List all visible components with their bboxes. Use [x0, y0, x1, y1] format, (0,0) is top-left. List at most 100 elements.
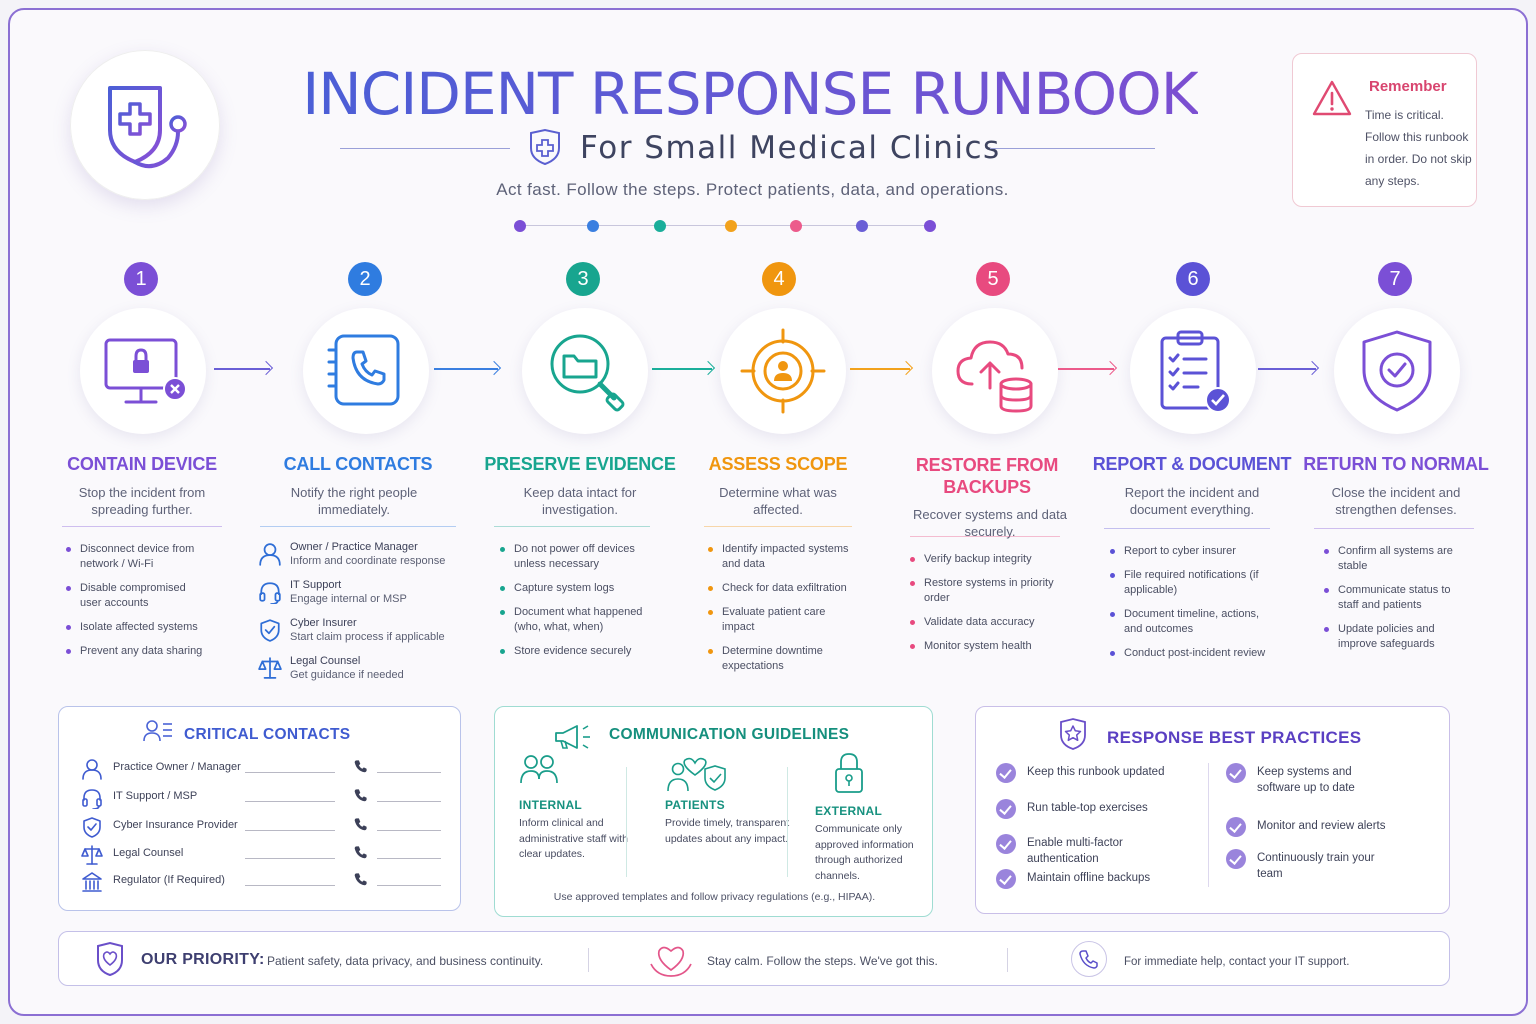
- bullet: [1324, 588, 1329, 593]
- progress-dot: [514, 220, 526, 232]
- best-practice-item: Keep systems and software up to date: [1226, 763, 1436, 794]
- bullet: [708, 586, 713, 591]
- flow-arrow: [850, 368, 910, 370]
- bullet: [910, 620, 915, 625]
- progress-dot: [587, 220, 599, 232]
- checklist-item-text: Disable compromised user accounts: [80, 582, 186, 609]
- name-field-line[interactable]: [245, 858, 335, 859]
- best-practice-item: Keep this runbook updated: [996, 763, 1196, 787]
- step-title: CONTAIN DEVICE: [67, 454, 217, 474]
- step-number-badge: 4: [762, 262, 796, 296]
- comm-internal-title: INTERNAL: [519, 798, 583, 812]
- person-icon: [82, 759, 102, 780]
- bullet: [66, 586, 71, 591]
- best-practice-text: Keep this runbook updated: [1027, 766, 1165, 778]
- bullet: [66, 649, 71, 654]
- best-practice-item: Run table-top exercises: [996, 799, 1196, 823]
- critical-contact-row: Practice Owner / Manager: [81, 758, 451, 780]
- bullet: [500, 586, 505, 591]
- checklist-item-text: Prevent any data sharing: [80, 645, 203, 657]
- phone-icon: [354, 873, 367, 886]
- critical-contacts-title: CRITICAL CONTACTS: [184, 726, 351, 743]
- folder-magnifier-icon: [550, 334, 625, 412]
- footer-bar: OUR PRIORITY: Patient safety, data priva…: [58, 931, 1450, 986]
- contact-name: Owner / Practice Manager: [290, 541, 418, 553]
- phone-field-line[interactable]: [377, 885, 441, 886]
- check-circle-icon: [996, 869, 1016, 889]
- checklist-item: File required notifications (if applicab…: [1110, 568, 1270, 598]
- bullet: [1110, 573, 1115, 578]
- step-icon-circle: [80, 308, 206, 434]
- step-divider: [704, 526, 852, 527]
- checklist-item: Check for data exfiltration: [708, 581, 858, 596]
- bullet: [1110, 651, 1115, 656]
- scales-icon: [81, 845, 103, 865]
- name-field-line[interactable]: [245, 885, 335, 886]
- step-divider: [62, 526, 222, 527]
- checklist-item-text: Verify backup integrity: [924, 553, 1032, 565]
- checklist-item: Determine downtime expectations: [708, 644, 858, 674]
- help-text: For immediate help, contact your IT supp…: [1124, 956, 1350, 968]
- checklist-item-text: Capture system logs: [514, 582, 615, 594]
- subtitle-divider-right: [990, 148, 1155, 149]
- progress-dot: [856, 220, 868, 232]
- flow-arrow: [1258, 368, 1316, 370]
- flow-arrow: [434, 368, 498, 370]
- critical-contact-label: Regulator (If Required): [113, 874, 225, 886]
- phone-field-line[interactable]: [377, 772, 441, 773]
- target-person-icon: [740, 328, 826, 414]
- checklist-item: Monitor system health: [910, 639, 1060, 654]
- name-field-line[interactable]: [245, 772, 335, 773]
- checklist-item-text: Check for data exfiltration: [722, 582, 847, 594]
- comm-patients-title: PATIENTS: [665, 798, 725, 812]
- help-phone-button[interactable]: [1071, 941, 1107, 977]
- step-icon-circle: [932, 308, 1058, 434]
- checklist-item-text: Evaluate patient care impact: [722, 606, 826, 633]
- cloud-upload-database-icon: [956, 340, 1033, 413]
- name-field-line[interactable]: [245, 830, 335, 831]
- critical-contact-label: Cyber Insurance Provider: [113, 819, 238, 831]
- remember-box: Remember Time is critical. Follow this r…: [1292, 53, 1477, 207]
- remember-title: Remember: [1369, 78, 1447, 95]
- critical-contact-label: Legal Counsel: [113, 847, 184, 859]
- headset-icon: [82, 789, 102, 809]
- step-title: ASSESS SCOPE: [708, 454, 848, 474]
- person-icon: [259, 543, 281, 566]
- calm-text: Stay calm. Follow the steps. We've got t…: [707, 954, 938, 968]
- step-title: REPORT & DOCUMENT: [1092, 454, 1292, 474]
- checklist-item: Confirm all systems are stable: [1324, 544, 1474, 574]
- best-practice-text: Continuously train your team: [1257, 852, 1375, 880]
- bullet: [910, 644, 915, 649]
- best-practices-panel: RESPONSE BEST PRACTICES Keep this runboo…: [975, 706, 1450, 914]
- step-icon-circle: [720, 308, 846, 434]
- name-field-line[interactable]: [245, 801, 335, 802]
- padlock-icon: [835, 753, 863, 793]
- phone-icon: [354, 789, 367, 802]
- phone-icon: [354, 818, 367, 831]
- checklist-item-text: Isolate affected systems: [80, 621, 198, 633]
- phone-field-line[interactable]: [377, 801, 441, 802]
- checklist-item-text: Report to cyber insurer: [1124, 545, 1236, 557]
- best-practice-text: Enable multi-factor authentication: [1027, 837, 1123, 865]
- comm-patients-text: Provide timely, transparent updates abou…: [665, 817, 790, 845]
- flow-arrow: [1058, 368, 1114, 370]
- checklist-item-text: Identify impacted systems and data: [722, 543, 849, 570]
- progress-dot: [790, 220, 802, 232]
- checklist-item: Document timeline, actions, and outcomes: [1110, 607, 1270, 637]
- progress-dot: [924, 220, 936, 232]
- check-circle-icon: [1226, 763, 1246, 783]
- bullet: [500, 547, 505, 552]
- people-icon: [520, 755, 558, 784]
- phone-field-line[interactable]: [377, 858, 441, 859]
- step-title: RESTORE FROM BACKUPS: [915, 455, 1059, 497]
- progress-dot: [654, 220, 666, 232]
- check-circle-icon: [1226, 849, 1246, 869]
- phone-field-line[interactable]: [377, 830, 441, 831]
- contacts-list-icon: [143, 720, 172, 742]
